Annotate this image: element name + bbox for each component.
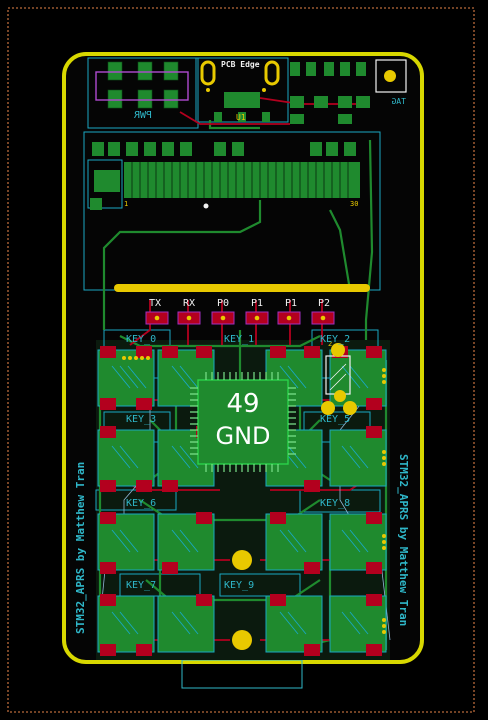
mount-slot-right — [264, 60, 280, 86]
key-switch-pads — [97, 346, 387, 656]
key-7-label: KEY_7 — [126, 580, 156, 591]
pin-2-label: 2 — [328, 340, 332, 348]
key-5-label: KEY_5 — [320, 414, 350, 425]
key-3-label: KEY_3 — [126, 414, 156, 425]
via-large — [331, 343, 345, 357]
crystal-marking — [329, 363, 347, 391]
pin-31-label: 31 — [236, 287, 244, 294]
pin-label-p2: P2 — [318, 298, 330, 309]
usb-connector-outline — [181, 659, 303, 689]
edge-rail — [114, 284, 370, 292]
tag-label: TAG — [391, 97, 406, 106]
net-name: GND — [215, 422, 270, 450]
vias — [122, 88, 386, 634]
key-1-label: KEY_1 — [224, 334, 254, 345]
key-9-label: KEY_9 — [224, 580, 254, 591]
tag-pin — [384, 70, 396, 82]
mcu-footprint — [197, 379, 289, 465]
tag-connector — [375, 59, 407, 93]
pcb-edge-label: PCB Edge — [221, 60, 260, 69]
u1-label: U1 — [236, 113, 246, 122]
via-mid-2 — [232, 630, 252, 650]
passive-pads-top-right — [290, 62, 370, 124]
pin-label-p0: P0 — [217, 298, 229, 309]
buzzer-pads — [321, 390, 357, 415]
credit-left: STM32_APRS by Matthew Tran — [74, 462, 87, 634]
credit-right: STM32_APRS by Matthew Tran — [397, 454, 410, 626]
pin-label-tx: TX — [149, 298, 161, 309]
pin-header-holes — [154, 315, 326, 321]
key-8-label: KEY_8 — [320, 498, 350, 509]
pin-1-label: 1 — [124, 200, 128, 208]
net-number: 49 — [226, 389, 259, 419]
module-header-slots — [131, 162, 349, 198]
pin-label-rx: RX — [183, 298, 195, 309]
pwr-label: PWR — [133, 110, 152, 121]
via-small — [203, 203, 209, 209]
pin-label-p1b: P1 — [285, 298, 297, 309]
module-pad-row — [92, 142, 356, 156]
mcu-pins — [190, 372, 296, 472]
module-header-pads — [124, 162, 360, 198]
u1-pads — [214, 92, 270, 122]
key-2-label: KEY_2 — [320, 334, 350, 345]
sheet-frame — [7, 7, 475, 713]
pwr-pads — [107, 61, 179, 109]
key-0-label: KEY_0 — [126, 334, 156, 345]
mount-slot-left — [200, 60, 216, 86]
pin-label-p1a: P1 — [251, 298, 263, 309]
pin-30-label: 30 — [350, 200, 358, 208]
key-6-label: KEY_6 — [126, 498, 156, 509]
pwr-switch-body — [95, 71, 189, 101]
via-mid-1 — [232, 550, 252, 570]
left-regulator-pads — [90, 170, 120, 210]
